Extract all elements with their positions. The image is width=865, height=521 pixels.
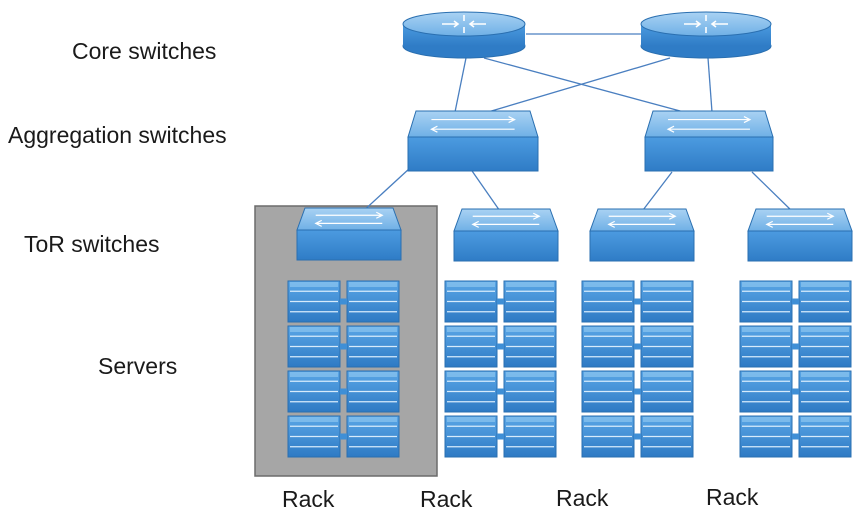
link-agg1-tor2 [469, 167, 503, 215]
server-blade-icon [346, 280, 400, 323]
label-aggregation-switches: Aggregation switches [8, 122, 227, 148]
server-blade-icon [739, 325, 793, 368]
switch-arrows-icon [430, 116, 516, 133]
link-core2-agg1 [487, 57, 671, 113]
label-core-switches: Core switches [72, 38, 217, 64]
link-core1-agg2 [483, 57, 696, 116]
server-blade-icon [581, 325, 635, 368]
server-blade-icon [346, 415, 400, 458]
server-blade-icon [444, 280, 498, 323]
server-blade-icon [444, 415, 498, 458]
server-blade-icon [503, 415, 557, 458]
tor-switch-1 [296, 207, 402, 261]
switch-arrows-icon [471, 212, 541, 228]
server-blade-icon [798, 370, 852, 413]
label-tor-switches: ToR switches [24, 231, 160, 257]
link-core2-agg2 [707, 57, 713, 113]
server-blade-icon [287, 280, 341, 323]
server-blade-icon [346, 325, 400, 368]
tor-switch-2 [453, 208, 559, 262]
server-blade-icon [640, 370, 694, 413]
server-blade-icon [739, 415, 793, 458]
core-switch-1 [402, 11, 526, 59]
tor-switch-3 [589, 208, 695, 262]
rack-label-1: Rack [282, 486, 335, 512]
switch-arrows-icon [666, 116, 752, 133]
links [359, 33, 796, 215]
server-blade-icon [287, 325, 341, 368]
server-blade-icon [581, 415, 635, 458]
server-blade-icon [640, 415, 694, 458]
rack-servers-4 [739, 280, 852, 458]
server-blade-icon [640, 325, 694, 368]
server-blade-icon [739, 280, 793, 323]
server-blade-icon [581, 280, 635, 323]
switch-arrows-icon [314, 211, 384, 227]
tor-switch-4 [747, 208, 853, 262]
link-agg2-tor3 [639, 171, 673, 215]
rack-servers-1 [287, 280, 400, 458]
link-agg1-tor1 [359, 167, 411, 215]
server-blade-icon [444, 370, 498, 413]
label-servers: Servers [98, 353, 178, 379]
server-blade-icon [444, 325, 498, 368]
switch-arrows-icon [607, 212, 677, 228]
router-arrows-icon [442, 15, 486, 33]
server-blade-icon [287, 370, 341, 413]
aggregation-switch-2 [644, 110, 774, 172]
router-arrows-icon [684, 15, 728, 33]
aggregation-switch-1 [407, 110, 539, 172]
switch-arrows-icon [765, 212, 835, 228]
link-core1-agg1 [454, 57, 467, 113]
server-blade-icon [798, 415, 852, 458]
server-blade-icon [503, 370, 557, 413]
server-blade-icon [346, 370, 400, 413]
server-blade-icon [798, 325, 852, 368]
server-blade-icon [739, 370, 793, 413]
rack-label-4: Rack [706, 484, 759, 510]
rack-servers-2 [444, 280, 557, 458]
rack-label-3: Rack [556, 485, 609, 511]
server-blade-icon [640, 280, 694, 323]
rack-label-2: Rack [420, 486, 473, 512]
server-blade-icon [798, 280, 852, 323]
rack-servers-3 [581, 280, 694, 458]
server-blade-icon [581, 370, 635, 413]
server-blade-icon [503, 325, 557, 368]
core-switch-2 [640, 11, 772, 59]
server-blade-icon [503, 280, 557, 323]
link-agg2-tor4 [751, 171, 796, 215]
server-blade-icon [287, 415, 341, 458]
